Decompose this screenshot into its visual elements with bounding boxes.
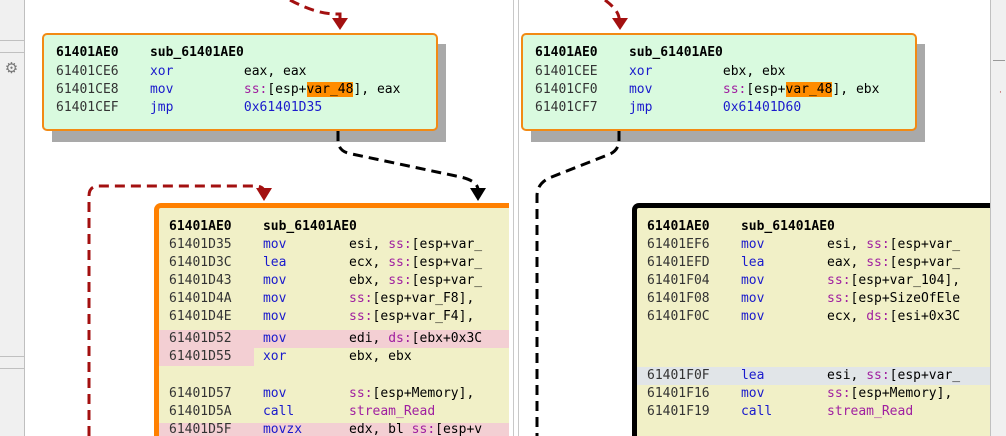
graph-edges-right: [535, 0, 628, 436]
panel-separator: [0, 356, 24, 357]
pane-divider[interactable]: [518, 0, 519, 436]
edge-incoming-red: [289, 0, 342, 22]
asm-line[interactable]: 61401CE6 xor eax, eax: [56, 64, 307, 79]
asm-line[interactable]: 61401CF0 mov ss:[esp+var_48], ebx: [535, 82, 880, 97]
asm-line[interactable]: 61401D5F movzx edx, bl ss:[esp+v: [169, 422, 483, 436]
asm-line[interactable]: 61401F04 mov ss:[esp+var_104],: [647, 273, 961, 288]
asm-line[interactable]: 61401D57 mov ss:[esp+Memory],: [169, 386, 475, 401]
code-block-right-top[interactable]: 61401AE0 sub_61401AE0 61401CEE xor ebx, …: [521, 33, 917, 131]
asm-line[interactable]: 61401D55 xor ebx, ebx: [169, 349, 412, 364]
asm-line[interactable]: 61401D43 mov ebx, ss:[esp+var_: [169, 273, 483, 288]
right-side-panel: ·: [990, 0, 1006, 436]
asm-line[interactable]: 61401D52 mov edi, ds:[ebx+0x3C: [169, 331, 483, 346]
edge-jump-black: [336, 131, 480, 191]
code-block-right-bottom[interactable]: 61401AE0 sub_61401AE0 61401EF6 mov esi, …: [632, 203, 990, 436]
asm-line[interactable]: 61401D3C lea ecx, ss:[esp+var_: [169, 255, 483, 270]
edge-loop-red: [87, 184, 266, 436]
panel-separator: [0, 52, 24, 53]
row-highlight: [159, 348, 254, 366]
asm-line[interactable]: 61401D5A call stream_Read: [169, 404, 436, 419]
asm-line[interactable]: 61401CEE xor ebx, ebx: [535, 64, 786, 79]
asm-line[interactable]: 61401CE8 mov ss:[esp+var_48], eax: [56, 82, 401, 97]
asm-line[interactable]: 61401F19 call stream_Read: [647, 404, 914, 419]
code-block-left-top[interactable]: 61401AE0 sub_61401AE0 61401CE6 xor eax, …: [42, 33, 438, 131]
block-header: 61401AE0 sub_61401AE0: [56, 45, 244, 60]
arrowhead: [612, 18, 628, 30]
arrowhead: [256, 188, 272, 201]
row-highlight: [637, 367, 990, 385]
scroll-marker: ·: [999, 88, 1002, 98]
asm-line[interactable]: 61401F08 mov ss:[esp+SizeOfEle: [647, 291, 961, 306]
asm-line[interactable]: 61401D4E mov ss:[esp+var_F4],: [169, 309, 475, 324]
asm-line[interactable]: 61401D4A mov ss:[esp+var_F8],: [169, 291, 475, 306]
row-highlight: [159, 423, 509, 436]
panel-separator: [0, 40, 24, 41]
asm-line[interactable]: 61401D35 mov esi, ss:[esp+var_: [169, 237, 483, 252]
graph-edges-left: [87, 0, 486, 436]
block-header: 61401AE0 sub_61401AE0: [647, 219, 835, 234]
highlighted-variable[interactable]: var_48: [306, 82, 354, 97]
code-block-left-bottom[interactable]: 61401AE0 sub_61401AE0 61401D35 mov esi, …: [154, 203, 509, 436]
graph-view-right[interactable]: 61401AE0 sub_61401AE0 61401CEE xor ebx, …: [519, 0, 990, 436]
asm-line[interactable]: 61401F0C mov ecx, ds:[esi+0x3C: [647, 309, 961, 324]
left-side-panel: ⚙: [0, 0, 25, 436]
row-highlight: [159, 330, 509, 348]
highlighted-variable[interactable]: var_48: [785, 82, 833, 97]
asm-line[interactable]: 61401F0F lea esi, ss:[esp+var_: [647, 368, 961, 383]
panel-separator: [0, 368, 24, 369]
asm-line[interactable]: 61401EFD lea eax, ss:[esp+var_: [647, 255, 961, 270]
block-header: 61401AE0 sub_61401AE0: [535, 45, 723, 60]
pane-divider[interactable]: [513, 0, 514, 436]
gear-icon[interactable]: ⚙: [4, 59, 19, 77]
graph-view-left[interactable]: 61401AE0 sub_61401AE0 61401CE6 xor eax, …: [36, 0, 509, 436]
asm-line[interactable]: 61401CF7 jmp 0x61401D60: [535, 100, 802, 115]
edge-jump-black: [535, 131, 621, 436]
arrowhead: [470, 188, 486, 201]
arrowhead: [332, 18, 348, 30]
asm-line[interactable]: 61401CEF jmp 0x61401D35: [56, 100, 323, 115]
panel-separator: [993, 60, 1005, 61]
asm-line[interactable]: 61401F16 mov ss:[esp+Memory],: [647, 386, 953, 401]
asm-line[interactable]: 61401EF6 mov esi, ss:[esp+var_: [647, 237, 961, 252]
block-header: 61401AE0 sub_61401AE0: [169, 219, 357, 234]
